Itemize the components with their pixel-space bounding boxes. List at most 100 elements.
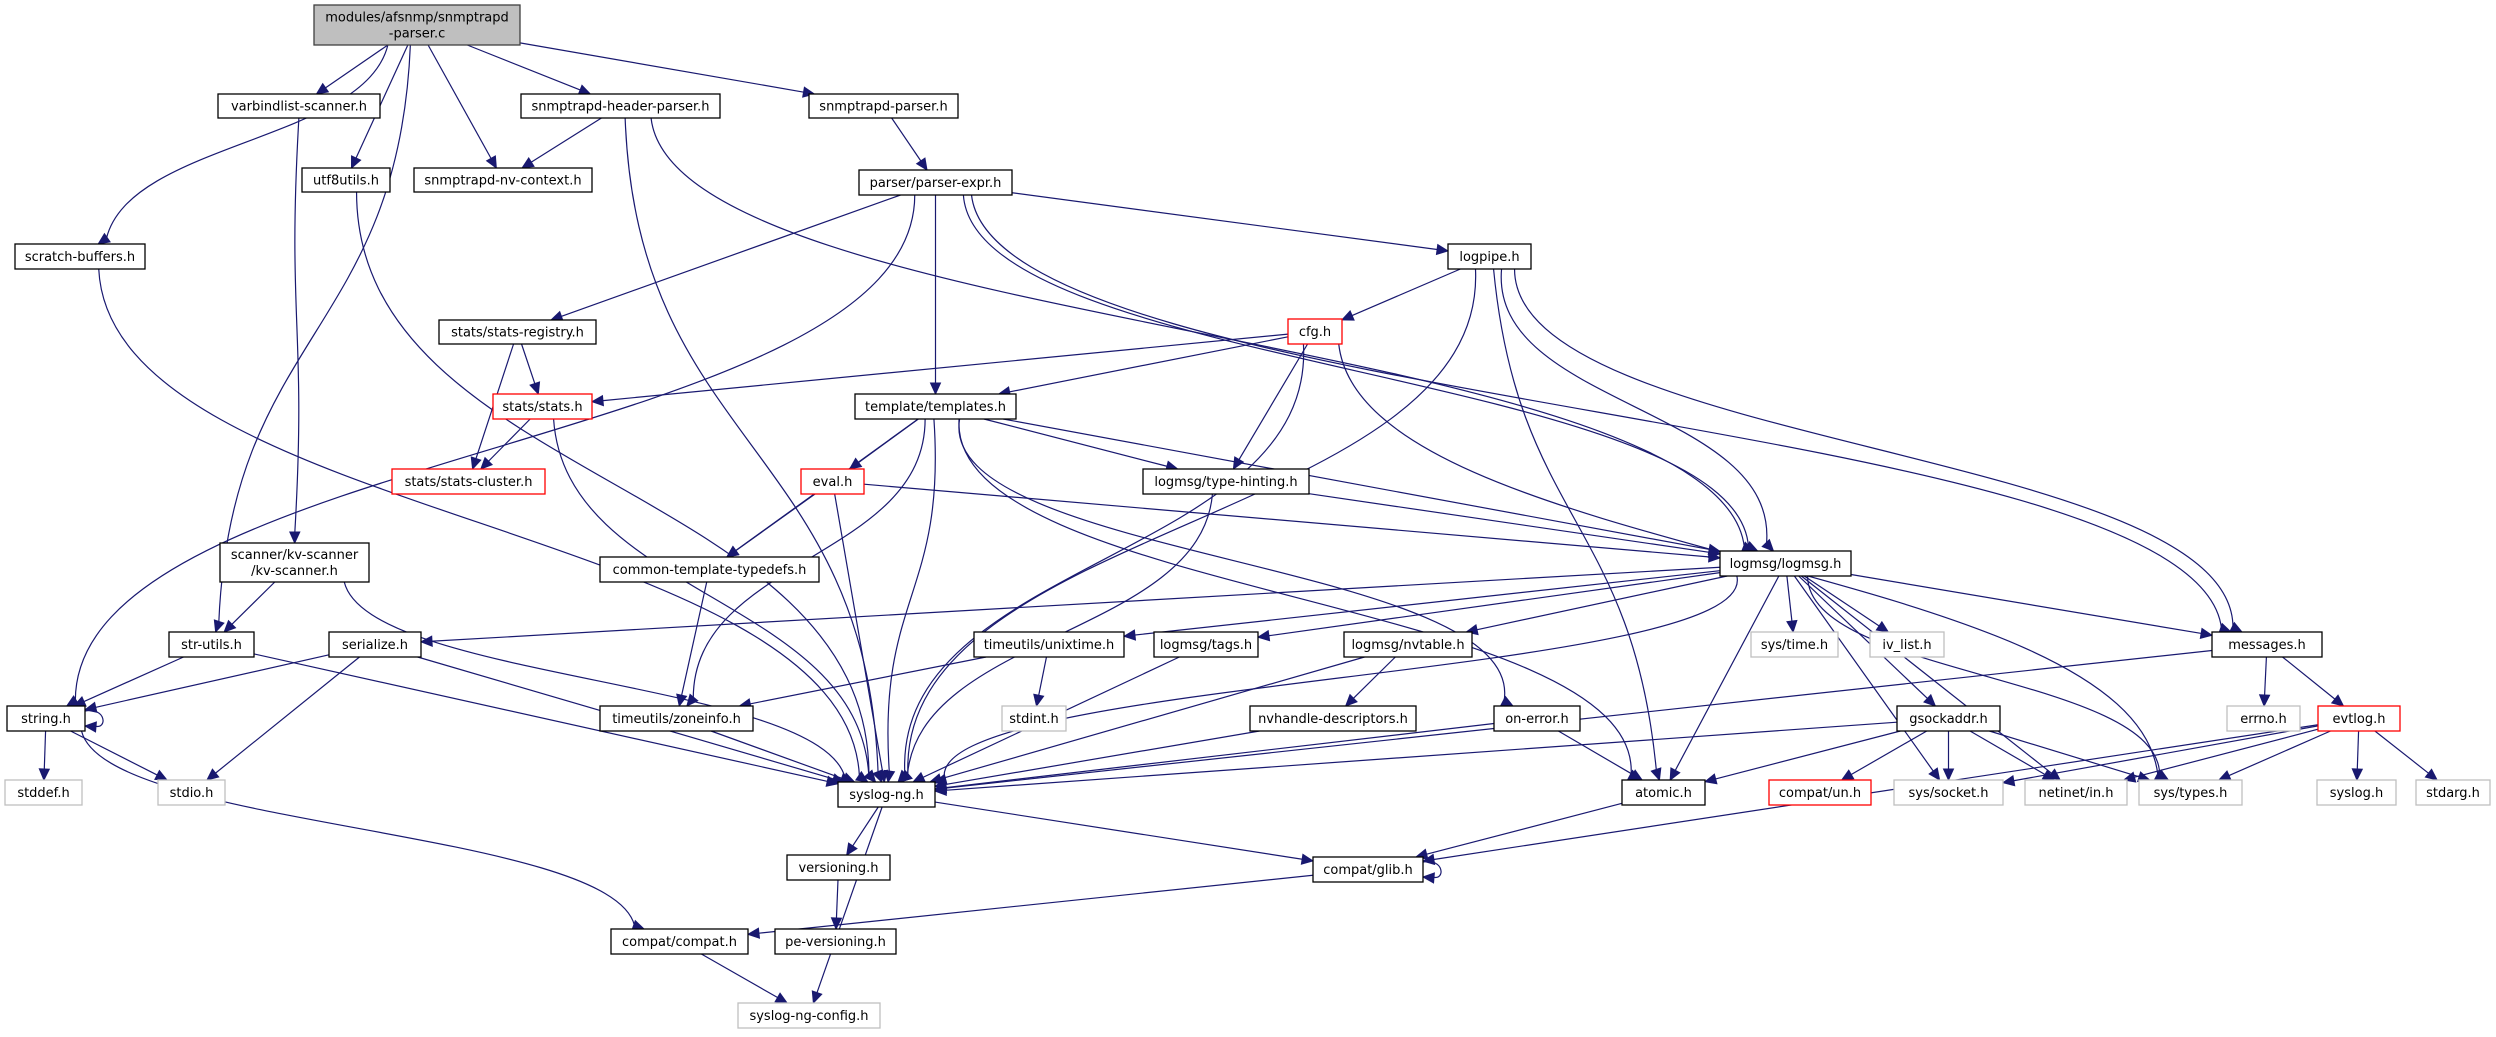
node-box[interactable] bbox=[2415, 779, 2491, 806]
node-box[interactable] bbox=[1621, 779, 1706, 806]
node-box[interactable] bbox=[786, 854, 891, 881]
node-messages[interactable]: messages.h bbox=[2211, 631, 2323, 658]
node-stdint[interactable]: stdint.h bbox=[1001, 705, 1067, 732]
node-systypes[interactable]: sys/types.h bbox=[2138, 779, 2243, 806]
node-eval[interactable]: eval.h bbox=[800, 468, 865, 495]
node-utf8utils[interactable]: utf8utils.h bbox=[301, 167, 391, 193]
node-unixtime[interactable]: timeutils/unixtime.h bbox=[973, 631, 1125, 658]
node-box[interactable] bbox=[217, 93, 381, 119]
node-versioning[interactable]: versioning.h bbox=[786, 854, 891, 881]
node-box[interactable] bbox=[1142, 468, 1310, 495]
node-peversioning[interactable]: pe-versioning.h bbox=[774, 928, 897, 955]
node-box[interactable] bbox=[1312, 856, 1424, 883]
node-box[interactable] bbox=[391, 468, 546, 495]
node-netinet[interactable]: netinet/in.h bbox=[2024, 779, 2128, 806]
node-config[interactable]: syslog-ng-config.h bbox=[737, 1002, 881, 1029]
node-box[interactable] bbox=[1001, 705, 1067, 732]
node-box[interactable] bbox=[413, 167, 593, 193]
node-gsockaddr[interactable]: gsockaddr.h bbox=[1896, 705, 2001, 732]
node-kvscanner[interactable]: scanner/kv-scanner/kv-scanner.h bbox=[219, 542, 370, 583]
node-box[interactable] bbox=[4, 779, 83, 806]
node-stdarg[interactable]: stdarg.h bbox=[2415, 779, 2491, 806]
node-scratch[interactable]: scratch-buffers.h bbox=[14, 243, 146, 270]
node-box[interactable] bbox=[774, 928, 897, 955]
node-box[interactable] bbox=[14, 243, 146, 270]
node-box[interactable] bbox=[837, 781, 936, 808]
node-box[interactable] bbox=[301, 167, 391, 193]
node-ctypedefs[interactable]: common-template-typedefs.h bbox=[599, 556, 820, 583]
node-statscluster[interactable]: stats/stats-cluster.h bbox=[391, 468, 546, 495]
node-varbindlist[interactable]: varbindlist-scanner.h bbox=[217, 93, 381, 119]
node-box[interactable] bbox=[973, 631, 1125, 658]
node-box[interactable] bbox=[599, 556, 820, 583]
node-serialize[interactable]: serialize.h bbox=[328, 631, 422, 658]
node-box[interactable] bbox=[520, 93, 721, 119]
node-zoneinfo[interactable]: timeutils/zoneinfo.h bbox=[599, 705, 754, 732]
node-box[interactable] bbox=[6, 705, 86, 732]
node-nvcontext[interactable]: snmptrapd-nv-context.h bbox=[413, 167, 593, 193]
node-box[interactable] bbox=[1869, 631, 1945, 658]
node-box[interactable] bbox=[2211, 631, 2323, 658]
node-trapparser[interactable]: snmptrapd-parser.h bbox=[808, 93, 959, 119]
node-compatun[interactable]: compat/un.h bbox=[1768, 779, 1872, 806]
node-box[interactable] bbox=[2317, 705, 2401, 732]
node-logmsg[interactable]: logmsg/logmsg.h bbox=[1719, 550, 1852, 577]
node-logpipe[interactable]: logpipe.h bbox=[1447, 243, 1532, 270]
node-evtlog[interactable]: evtlog.h bbox=[2317, 705, 2401, 732]
node-box[interactable] bbox=[858, 169, 1013, 196]
node-box[interactable] bbox=[2316, 779, 2397, 806]
node-strutils[interactable]: str-utils.h bbox=[168, 631, 255, 658]
node-nvtable[interactable]: logmsg/nvtable.h bbox=[1343, 631, 1473, 658]
node-box[interactable] bbox=[737, 1002, 881, 1029]
node-cfg[interactable]: cfg.h bbox=[1287, 318, 1343, 345]
node-box[interactable] bbox=[610, 928, 749, 955]
node-box[interactable] bbox=[599, 705, 754, 732]
node-systime[interactable]: sys/time.h bbox=[1750, 631, 1839, 658]
node-root[interactable]: modules/afsnmp/snmptrapd-parser.c bbox=[313, 4, 521, 46]
node-stats[interactable]: stats/stats.h bbox=[492, 393, 593, 420]
node-box[interactable] bbox=[1719, 550, 1852, 577]
node-box[interactable] bbox=[1768, 779, 1872, 806]
node-nvhandle[interactable]: nvhandle-descriptors.h bbox=[1249, 705, 1417, 732]
node-box[interactable] bbox=[438, 319, 597, 345]
node-box[interactable] bbox=[2024, 779, 2128, 806]
node-string[interactable]: string.h bbox=[6, 705, 86, 732]
node-atomic[interactable]: atomic.h bbox=[1621, 779, 1706, 806]
node-box[interactable] bbox=[328, 631, 422, 658]
node-parserexpr[interactable]: parser/parser-expr.h bbox=[858, 169, 1013, 196]
node-stdio[interactable]: stdio.h bbox=[157, 779, 226, 806]
node-statsreg[interactable]: stats/stats-registry.h bbox=[438, 319, 597, 345]
node-box[interactable] bbox=[854, 393, 1017, 420]
node-errno[interactable]: errno.h bbox=[2226, 705, 2301, 732]
node-box[interactable] bbox=[808, 93, 959, 119]
node-box[interactable] bbox=[2226, 705, 2301, 732]
node-templates[interactable]: template/templates.h bbox=[854, 393, 1017, 420]
node-compat[interactable]: compat/compat.h bbox=[610, 928, 749, 955]
node-box[interactable] bbox=[1493, 705, 1581, 732]
node-syslogh[interactable]: syslog.h bbox=[2316, 779, 2397, 806]
node-box[interactable] bbox=[219, 542, 370, 583]
node-onerror[interactable]: on-error.h bbox=[1493, 705, 1581, 732]
node-box[interactable] bbox=[313, 4, 521, 46]
node-box[interactable] bbox=[492, 393, 593, 420]
node-box[interactable] bbox=[157, 779, 226, 806]
node-ivlist[interactable]: iv_list.h bbox=[1869, 631, 1945, 658]
node-glib[interactable]: compat/glib.h bbox=[1312, 856, 1424, 883]
node-box[interactable] bbox=[1153, 631, 1259, 658]
node-box[interactable] bbox=[1896, 705, 2001, 732]
node-box[interactable] bbox=[1343, 631, 1473, 658]
node-box[interactable] bbox=[2138, 779, 2243, 806]
node-stddef[interactable]: stddef.h bbox=[4, 779, 83, 806]
node-box[interactable] bbox=[1447, 243, 1532, 270]
node-typehint[interactable]: logmsg/type-hinting.h bbox=[1142, 468, 1310, 495]
node-box[interactable] bbox=[168, 631, 255, 658]
node-box[interactable] bbox=[800, 468, 865, 495]
node-box[interactable] bbox=[1287, 318, 1343, 345]
node-syssocket[interactable]: sys/socket.h bbox=[1893, 779, 2004, 806]
node-box[interactable] bbox=[1249, 705, 1417, 732]
node-box[interactable] bbox=[1893, 779, 2004, 806]
node-tags[interactable]: logmsg/tags.h bbox=[1153, 631, 1259, 658]
node-box[interactable] bbox=[1750, 631, 1839, 658]
node-syslogng[interactable]: syslog-ng.h bbox=[837, 781, 936, 808]
node-hdrparser[interactable]: snmptrapd-header-parser.h bbox=[520, 93, 721, 119]
